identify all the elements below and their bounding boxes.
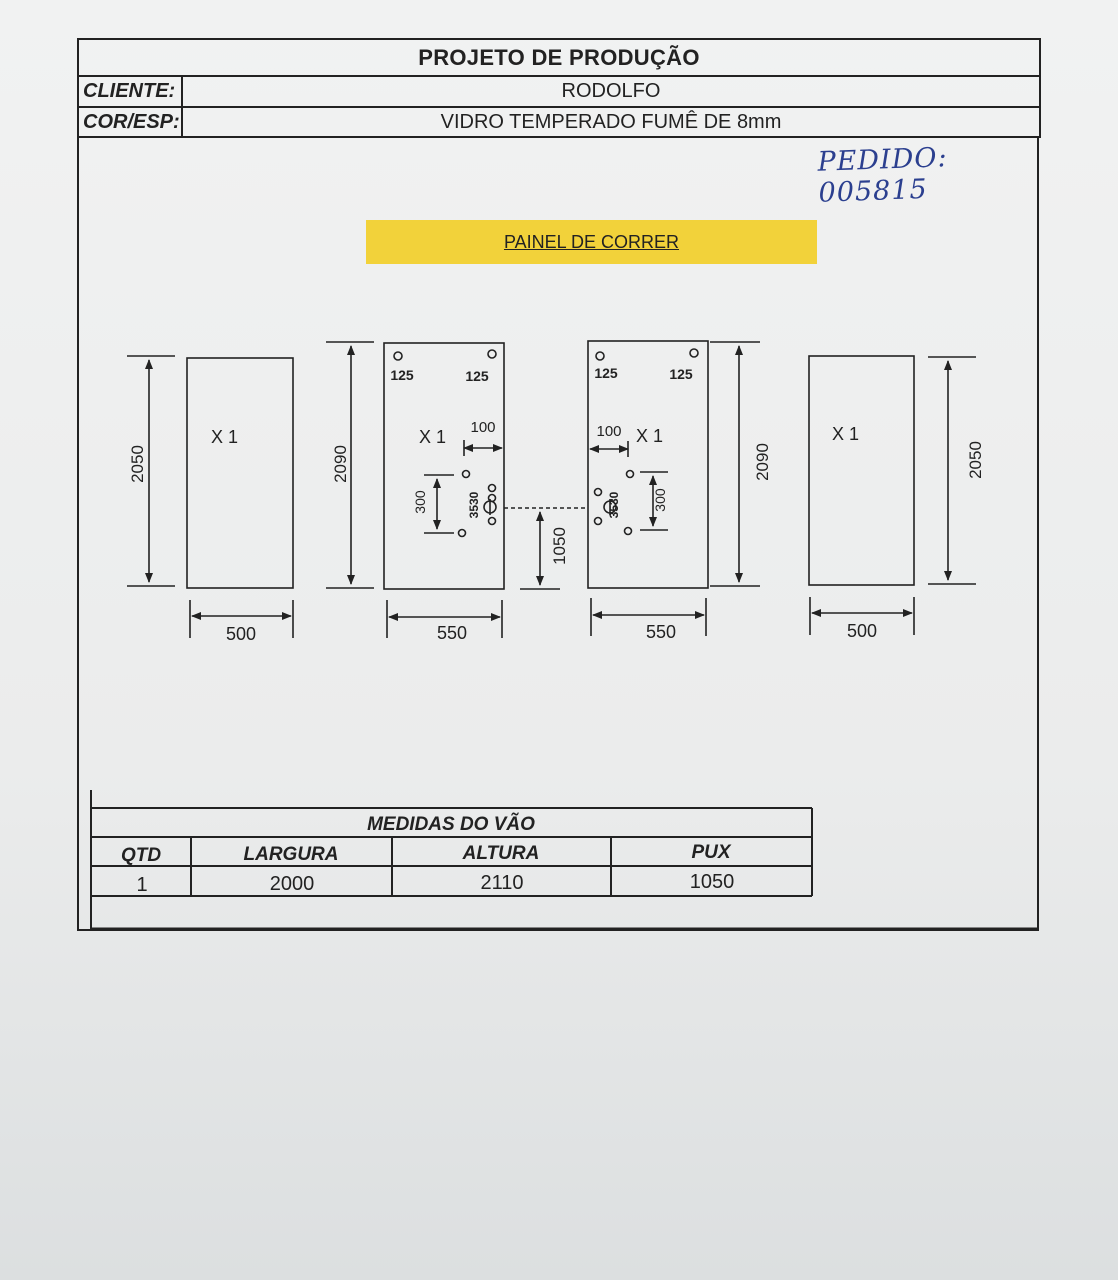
panel4-width: 500 xyxy=(847,621,877,641)
panel1-width: 500 xyxy=(226,624,256,644)
panel1-qty: X 1 xyxy=(211,427,238,447)
panel3-span: 300 xyxy=(652,488,668,512)
label-divider xyxy=(181,75,183,137)
cell-pux: 1050 xyxy=(690,871,735,893)
panel3-qty: X 1 xyxy=(636,426,663,446)
cor-value: VIDRO TEMPERADO FUMÊ DE 8mm xyxy=(440,110,782,133)
panel3-hole-left: 125 xyxy=(594,365,618,381)
panel3-hole-right: 125 xyxy=(669,366,693,382)
panel2-qty: X 1 xyxy=(419,427,446,447)
page-title: PROJETO DE PRODUÇÃO xyxy=(418,44,700,70)
header-divider xyxy=(77,106,1041,108)
header-divider xyxy=(77,75,1041,77)
panel3-pux-spacing: 3530 xyxy=(607,491,621,518)
banner-label: PAINEL DE CORRER xyxy=(503,231,680,252)
cell-qtd: 1 xyxy=(136,874,147,896)
document-frame xyxy=(77,38,1041,138)
panel2-pux-height: 1050 xyxy=(550,527,569,565)
cliente-label: CLIENTE: xyxy=(83,80,176,102)
col-header-qtd: QTD xyxy=(121,845,161,866)
panel2-height: 2090 xyxy=(331,445,350,483)
panel4-qty: X 1 xyxy=(832,424,859,444)
panel2-pux-spacing: 3530 xyxy=(467,491,481,518)
glass-panel-4 xyxy=(808,355,915,586)
panel2-hole-left: 125 xyxy=(390,367,414,383)
cliente-value: RODOLFO xyxy=(561,80,661,102)
col-header-largura: LARGURA xyxy=(244,844,339,865)
col-header-altura: ALTURA xyxy=(462,843,540,864)
medidas-title: MEDIDAS DO VÃO xyxy=(367,813,535,835)
panel2-span: 300 xyxy=(412,490,428,514)
glass-panel-1 xyxy=(186,357,294,589)
panel3-height: 2090 xyxy=(753,443,772,481)
glass-panel-3 xyxy=(587,340,709,589)
cell-largura: 2000 xyxy=(270,873,315,895)
panel1-height: 2050 xyxy=(128,445,147,483)
panel2-width: 550 xyxy=(437,623,467,643)
panel3-width: 550 xyxy=(646,622,676,642)
painel-banner: PAINEL DE CORRER xyxy=(366,220,817,264)
panel2-offset: 100 xyxy=(470,419,495,436)
panel4-height: 2050 xyxy=(966,441,985,479)
cor-label: COR/ESP: xyxy=(83,110,180,133)
cell-altura: 2110 xyxy=(480,872,523,894)
glass-panel-2 xyxy=(383,342,505,590)
header-divider xyxy=(77,136,1041,138)
col-header-pux: PUX xyxy=(691,842,731,863)
panel2-hole-right: 125 xyxy=(465,368,489,384)
panel3-offset: 100 xyxy=(596,423,621,440)
